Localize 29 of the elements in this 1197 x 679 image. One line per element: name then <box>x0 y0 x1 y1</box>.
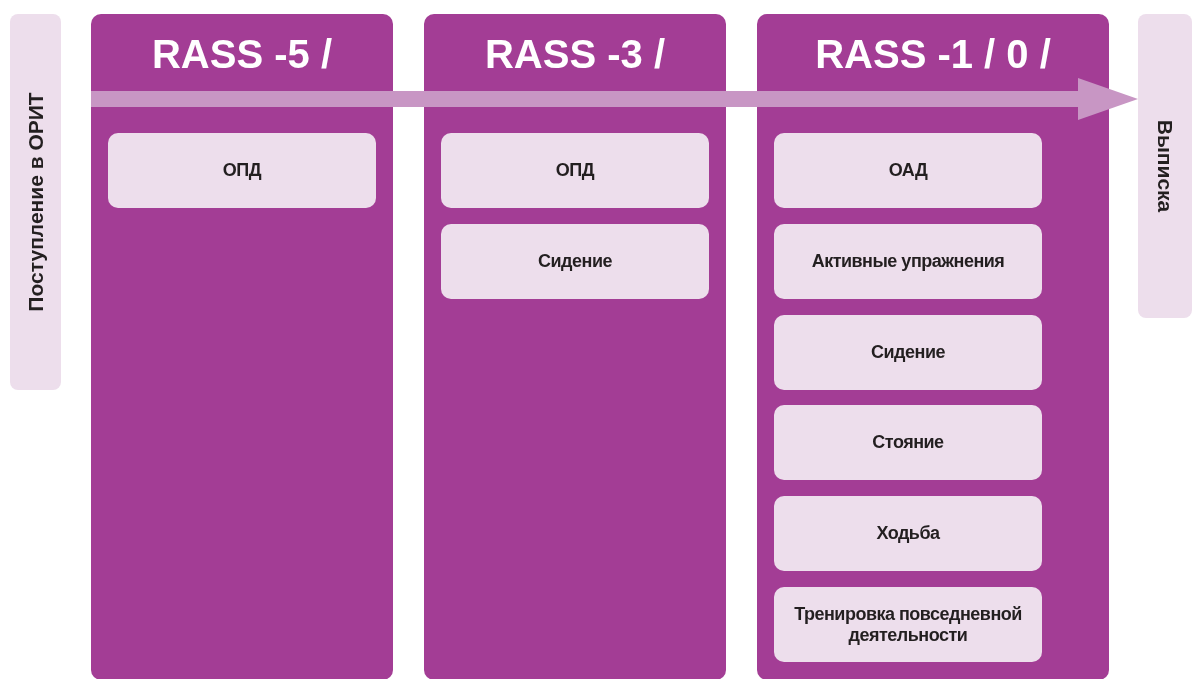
activity-box <box>774 315 1042 390</box>
activity-label: ОПД <box>221 160 263 181</box>
stage-column <box>91 14 393 679</box>
stage-column <box>757 14 1109 679</box>
activity-box <box>441 133 709 208</box>
activity-box <box>774 587 1042 662</box>
activity-label: Ходьба <box>875 523 941 544</box>
activity-label: Активные упражнения <box>810 251 1006 272</box>
activity-box <box>774 224 1042 299</box>
milestone-panel <box>10 14 61 390</box>
activity-label: Сидение <box>870 342 946 363</box>
activity-label: Сидение <box>537 251 613 272</box>
activity-box <box>108 133 376 208</box>
activity-box <box>774 133 1042 208</box>
activity-box <box>441 224 709 299</box>
milestone-label: Выписка <box>1153 119 1177 213</box>
milestone-label: Поступление в ОРИТ <box>23 92 48 312</box>
milestone-panel <box>1138 14 1192 318</box>
stage-heading: RASS -3 / <box>483 34 666 74</box>
activity-label: ОПД <box>554 160 596 181</box>
activity-box <box>774 405 1042 480</box>
stage-heading: RASS -5 / <box>150 34 333 74</box>
stage-column <box>424 14 726 679</box>
activity-box <box>774 496 1042 571</box>
activity-label: Стояние <box>871 432 945 453</box>
arrow <box>91 78 1138 120</box>
activity-label: Тренировка повседневной деятельности <box>793 603 1023 646</box>
stage-heading: RASS -1 / 0 / <box>814 34 1052 74</box>
activity-label: ОАД <box>887 160 929 181</box>
